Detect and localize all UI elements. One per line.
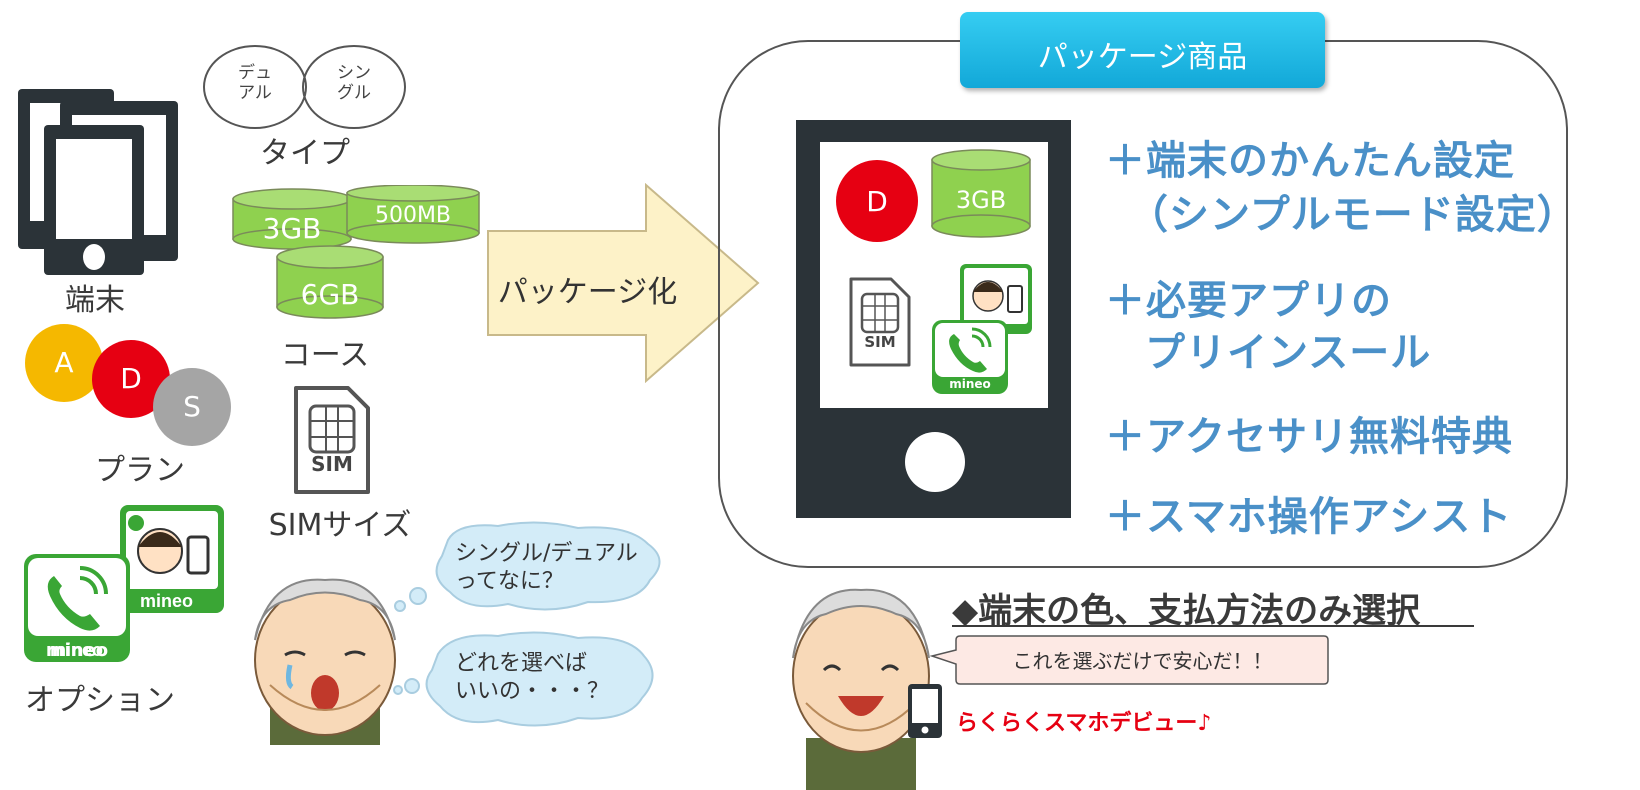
- option-label: オプション: [25, 683, 175, 718]
- package-course-cylinder: [931, 149, 1031, 238]
- sim-card-text: SIM: [311, 452, 353, 476]
- sim-label: SIMサイズ: [268, 508, 412, 543]
- package-title-box: [960, 12, 1325, 88]
- package-phone-app-icon: [930, 318, 1010, 400]
- option-mineo-text: mineo: [45, 640, 109, 661]
- feature-line-6: ＋スマホ操作アシスト: [1105, 494, 1513, 540]
- speech-bubble-text: これを選ぶだけで安心だ！！: [1012, 649, 1273, 673]
- phones-icon: [18, 89, 178, 275]
- plan-s-circle: [153, 368, 231, 446]
- feature-line-1: ＋端末のかんたん設定: [1105, 138, 1515, 184]
- type-dual-text: デュ アル: [238, 63, 272, 103]
- plan-label: プラン: [95, 453, 185, 488]
- course-500mb-label: 500MB: [374, 203, 452, 228]
- package-arrow: [487, 183, 760, 383]
- mineo-support-app-icon: mineo: [118, 503, 226, 619]
- feature-line-4: プリインスール: [1145, 330, 1432, 376]
- package-sim-icon: [848, 276, 912, 372]
- plan-a-letter: A: [54, 346, 74, 379]
- select-only-text: ◆端末の色、支払方法のみ選択: [952, 591, 1421, 631]
- thought-bubble-top: [394, 521, 661, 612]
- confused-grandpa-illustration: [254, 578, 396, 745]
- course-6gb-label: 6GB: [300, 278, 360, 311]
- course-500mb-cylinder: [346, 185, 480, 244]
- course-6gb-cylinder: [276, 245, 384, 319]
- thought-bubble-bottom-text: どれを選べば いいの・・・？: [455, 651, 610, 704]
- course-3gb-label: 3GB: [262, 212, 322, 245]
- package-support-app-icon: [958, 262, 1034, 340]
- sim-card-icon: [292, 384, 372, 496]
- svg-text:mineo: mineo: [50, 640, 103, 660]
- arrow-label: パッケージ化: [497, 275, 678, 310]
- package-plan-letter: D: [866, 185, 888, 218]
- select-only-underline: [952, 625, 1474, 627]
- plan-s-letter: S: [183, 390, 201, 423]
- feature-line-2: （シンプルモード設定）: [1128, 192, 1578, 238]
- debut-text: らくらくスマホデビュー♪: [956, 711, 1212, 736]
- package-plan-circle: [836, 160, 918, 242]
- small-phone-icon: [906, 682, 944, 744]
- plan-d-letter: D: [120, 362, 142, 395]
- type-single-text: シン グル: [337, 63, 371, 103]
- package-mineo-text: mineo: [949, 377, 991, 391]
- course-cylinders: [232, 185, 480, 319]
- package-title: パッケージ商品: [1037, 40, 1248, 75]
- type-label: タイプ: [260, 136, 350, 171]
- package-sim-text: SIM: [864, 333, 896, 351]
- feature-line-3: ＋必要アプリの: [1105, 278, 1392, 324]
- course-label: コース: [280, 338, 370, 373]
- type-single-circle: [302, 45, 406, 129]
- thought-bubble-bottom: [393, 631, 654, 727]
- package-course-label: 3GB: [955, 186, 1007, 214]
- svg-text:mineo: mineo: [140, 591, 193, 611]
- device-group: [14, 85, 184, 275]
- device-label: 端末: [65, 283, 125, 318]
- package-phone-home-button: [905, 432, 965, 492]
- plan-a-circle: [25, 324, 103, 402]
- thought-bubble-top-text: シングル/デュアル ってなに？: [455, 541, 638, 594]
- speech-bubble: [930, 635, 1329, 685]
- mineo-phone-app-icon: mineo: [22, 552, 132, 668]
- feature-line-5: ＋アクセサリ無料特典: [1105, 414, 1513, 460]
- happy-grandpa-illustration: [792, 588, 930, 790]
